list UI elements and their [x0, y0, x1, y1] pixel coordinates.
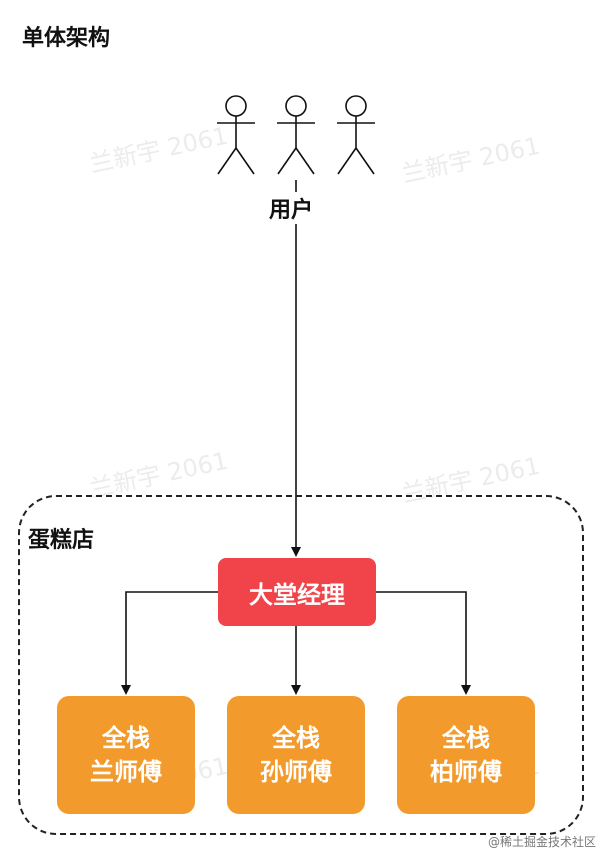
- chef-name: 孙师傅: [260, 758, 332, 786]
- chef-name: 柏师傅: [430, 758, 502, 786]
- arrow-manager-to-chef-right: [376, 591, 471, 695]
- chef-name: 兰师傅: [90, 758, 162, 786]
- chef-role: 全栈: [102, 724, 150, 752]
- user-icon: [277, 95, 315, 175]
- arrow-manager-to-chef-left: [121, 591, 218, 695]
- manager-node: 大堂经理: [218, 558, 376, 626]
- footer-credit: @稀土掘金技术社区: [487, 835, 596, 849]
- user-icon: [217, 95, 255, 175]
- store-label: 蛋糕店: [28, 528, 95, 553]
- users-label: 用户: [267, 192, 316, 224]
- user-icon: [337, 95, 375, 175]
- store-boundary: [18, 495, 584, 835]
- chef-role: 全栈: [442, 724, 490, 752]
- chef-role: 全栈: [272, 724, 320, 752]
- chef-node-sun: 全栈 孙师傅: [227, 696, 365, 814]
- manager-label: 大堂经理: [249, 580, 345, 609]
- page-title: 单体架构: [22, 26, 111, 51]
- chef-node-lan: 全栈 兰师傅: [57, 696, 195, 814]
- chef-node-bai: 全栈 柏师傅: [397, 696, 535, 814]
